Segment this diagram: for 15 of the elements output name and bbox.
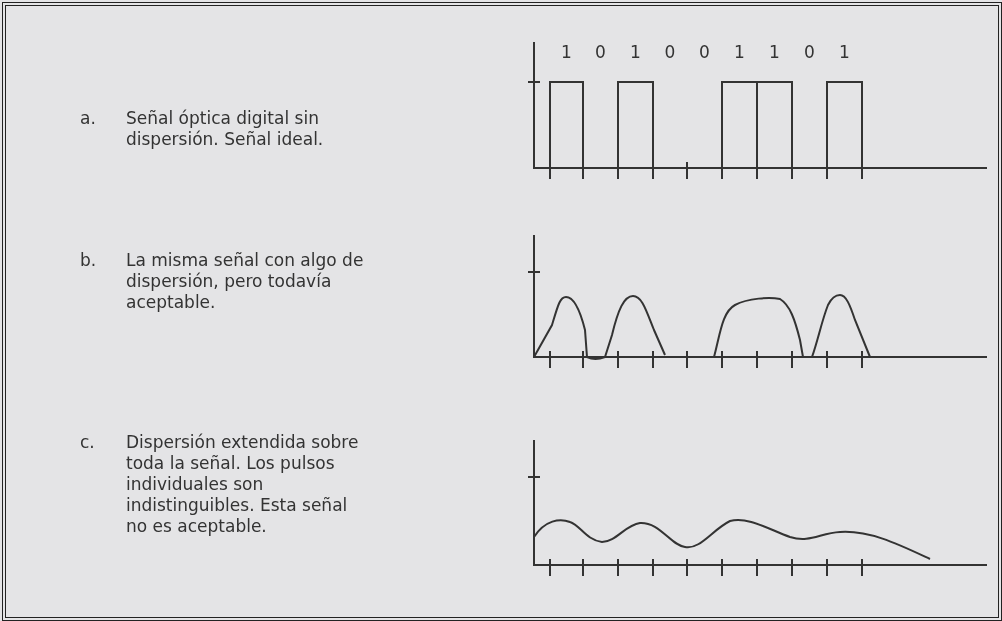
bit-label: 1 xyxy=(629,42,642,62)
bit-label: 0 xyxy=(663,42,677,62)
item-letter: c. xyxy=(80,432,95,453)
bit-label: 1 xyxy=(768,42,781,62)
description-text: La misma señal con algo de dispersión, pero todavía aceptable. xyxy=(126,250,365,313)
bit-label: 0 xyxy=(594,42,607,62)
bit-label: 1 xyxy=(733,42,746,62)
bit-label: 0 xyxy=(803,42,816,62)
description-text: Dispersión extendida sobre toda la señal. Los pulsos individuales son indistinguibles. Esta señal no es aceptable. xyxy=(126,432,360,537)
bit-label: 0 xyxy=(698,42,711,62)
bit-label: 1 xyxy=(838,42,851,62)
item-letter: a. xyxy=(80,108,96,129)
bit-label: 1 xyxy=(560,42,573,62)
item-letter: b. xyxy=(80,250,97,271)
description-text: Señal óptica digital sin dispersión. Señal ideal. xyxy=(126,108,325,150)
